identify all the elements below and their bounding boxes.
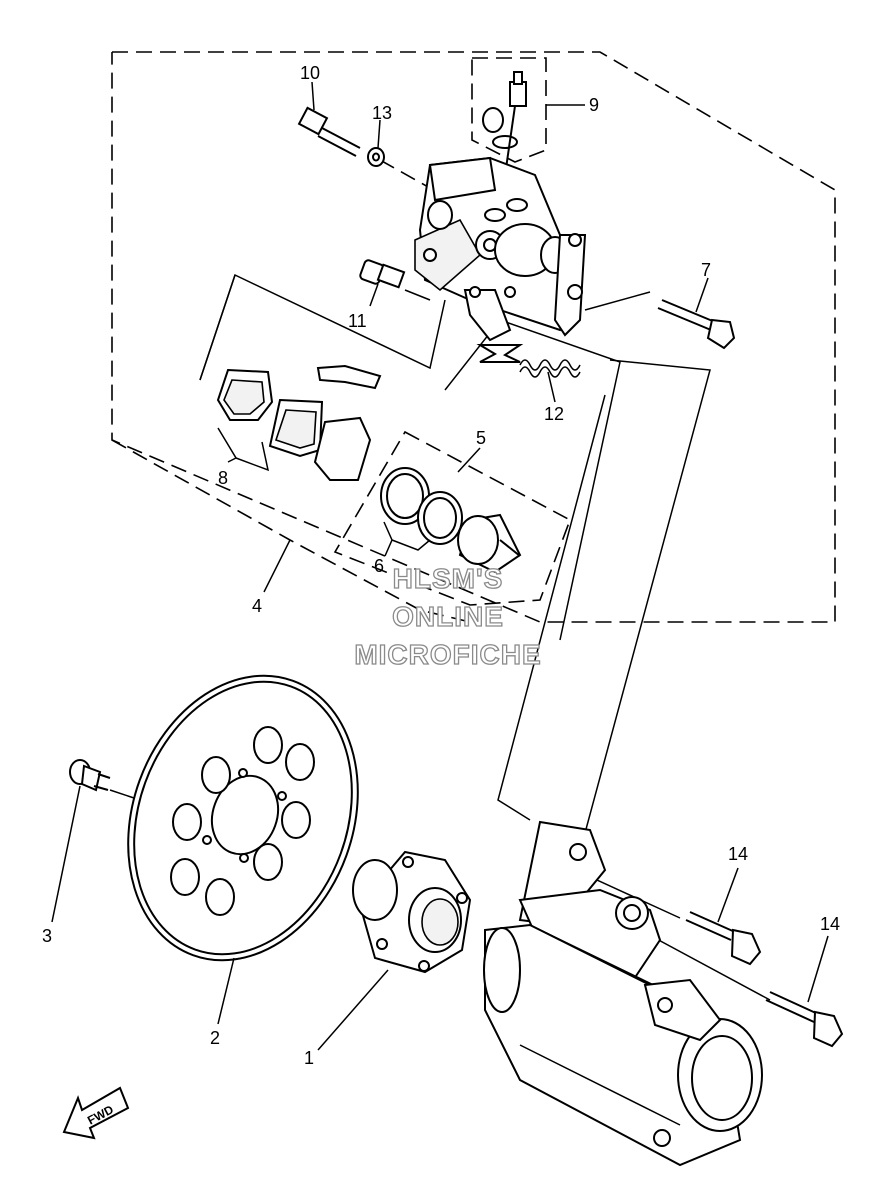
hub-1 [352, 850, 472, 974]
fwd-arrow: FWD [62, 1086, 130, 1140]
pin-axis-11 [404, 289, 431, 301]
piston-seals-6 [380, 467, 463, 545]
callout-13: 13 [372, 103, 392, 123]
bolt-axis-14b [639, 929, 771, 1001]
callout-5: 5 [476, 428, 486, 448]
brake-disc-2 [127, 674, 359, 962]
piston-seal-kit-boundary [333, 430, 571, 606]
callout-10: 10 [300, 63, 320, 83]
caliper-bracket-housing [483, 820, 763, 1167]
callout-4: 4 [252, 596, 262, 616]
piston-5 [457, 513, 522, 574]
bracket-guide-left [497, 394, 606, 821]
watermark: HLSM'S ONLINE MICROFICHE [354, 562, 542, 670]
watermark-line-1: HLSM'S [393, 563, 504, 594]
pad-kit-boundary [111, 439, 471, 623]
pin-11 [359, 259, 406, 289]
guide-seg [199, 274, 236, 381]
leader-lines [51, 81, 829, 1051]
callout-3: 3 [42, 926, 52, 946]
bolt-3 [69, 759, 111, 792]
callout-7: 7 [701, 260, 711, 280]
callout-6: 6 [374, 556, 384, 576]
caliper-body [414, 156, 587, 342]
pin-axis-10 [379, 159, 431, 189]
brake-pads-8 [216, 364, 382, 481]
callout-14-upper: 14 [728, 844, 748, 864]
callout-2: 2 [210, 1028, 220, 1048]
callout-8: 8 [218, 468, 228, 488]
bolt-14-lower [765, 991, 844, 1048]
watermark-line-3: MICROFICHE [354, 639, 541, 670]
callout-11: 11 [348, 311, 367, 331]
callout-12: 12 [544, 404, 564, 424]
bracket-guide-right [574, 359, 711, 871]
bleeder-kit-boundary [471, 57, 547, 163]
washer-13 [367, 147, 385, 167]
spring-12 [476, 344, 581, 378]
callout-labels: 10 13 9 7 11 12 5 8 6 4 3 2 1 14 14 [42, 63, 840, 1068]
bolt-axis-7 [584, 291, 651, 311]
watermark-line-2: ONLINE [392, 601, 504, 632]
callout-9: 9 [589, 95, 599, 115]
callout-1: 1 [304, 1048, 314, 1068]
bolt-7 [657, 299, 736, 350]
slide-pin-10 [297, 106, 361, 157]
bolt-14-upper [685, 911, 762, 966]
pad-group-guide-right [444, 319, 621, 641]
callout-14-lower: 14 [820, 914, 840, 934]
